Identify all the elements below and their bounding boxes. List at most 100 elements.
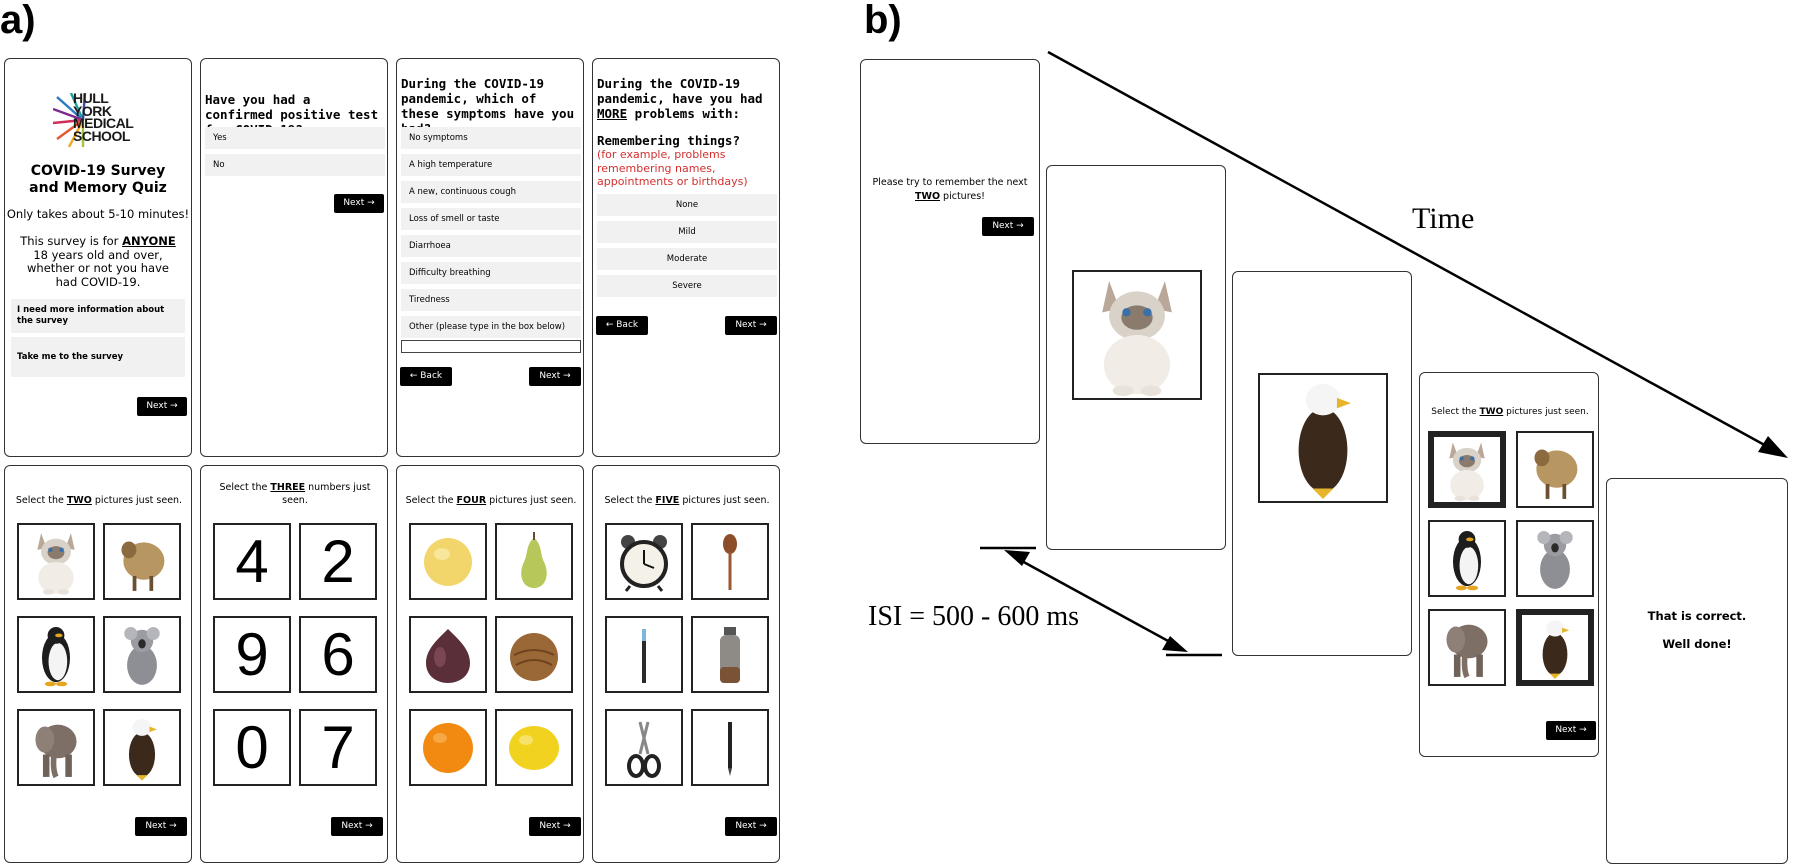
picture-tile-fig[interactable]	[409, 616, 487, 693]
picture-tile-elephant[interactable]	[1428, 609, 1506, 686]
picture-tile-pen[interactable]	[691, 709, 769, 786]
picture-tile-sheep[interactable]	[103, 523, 181, 600]
picture-tile-melon[interactable]	[409, 523, 487, 600]
picture-tile-coconut[interactable]	[495, 616, 573, 693]
option-mild[interactable]: Mild	[597, 221, 777, 243]
next-button[interactable]: Next →	[725, 316, 777, 335]
alarm-clock-icon	[614, 532, 674, 592]
next-button[interactable]: Next →	[529, 367, 581, 386]
number-tile[interactable]: 0	[213, 709, 291, 786]
time-label: Time	[1412, 202, 1475, 235]
picture-tile-alarm-clock[interactable]	[605, 523, 683, 600]
recall-instruction: Select the THREE numbers just seen.	[219, 482, 371, 506]
feedback-line-1: That is correct.	[1647, 609, 1747, 623]
picture-tile-koala[interactable]	[103, 616, 181, 693]
welcome-screen: HULL YORK MEDICAL SCHOOL COVID-19 Survey…	[4, 58, 192, 457]
selection-instruction: Select the TWO pictures just seen.	[1431, 407, 1589, 417]
picture-tile-eagle-selected[interactable]	[1516, 609, 1594, 686]
option-severe[interactable]: Severe	[597, 275, 777, 297]
option-no[interactable]: No	[205, 154, 385, 176]
other-text-input[interactable]	[401, 340, 581, 353]
school-logo-text: HULL YORK MEDICAL SCHOOL	[73, 90, 134, 144]
stimulus-cat-screen	[1046, 165, 1226, 550]
number-tile[interactable]: 7	[299, 709, 377, 786]
picture-tile-penguin[interactable]	[1428, 520, 1506, 597]
picture-tile-elephant[interactable]	[17, 709, 95, 786]
next-button[interactable]: Next →	[529, 817, 581, 836]
next-button[interactable]: Next →	[982, 217, 1034, 236]
cat-icon	[1084, 274, 1190, 396]
picture-tile-pear[interactable]	[495, 523, 573, 600]
next-button[interactable]: Next →	[331, 817, 383, 836]
pen-icon	[700, 718, 760, 778]
number-tile[interactable]: 9	[213, 616, 291, 693]
option-difficulty-breathing[interactable]: Difficulty breathing	[401, 262, 581, 284]
picture-tile-scissors[interactable]	[605, 709, 683, 786]
take-survey-option[interactable]: Take me to the survey	[11, 337, 185, 377]
covid-test-question-screen: Have you had a confirmed positive test f…	[200, 58, 388, 457]
melon-icon	[418, 532, 478, 592]
picture-tile-eagle[interactable]	[103, 709, 181, 786]
picture-tile-lemon[interactable]	[495, 709, 573, 786]
option-high-temperature[interactable]: A high temperature	[401, 154, 581, 176]
selection-screen: Select the TWO pictures just seen. Next …	[1419, 372, 1599, 757]
more-info-option[interactable]: I need more information about the survey	[11, 299, 185, 333]
number-tile[interactable]: 2	[299, 523, 377, 600]
picture-grid	[605, 523, 769, 786]
number-tile[interactable]: 6	[299, 616, 377, 693]
stimulus-picture	[1258, 373, 1388, 503]
back-button[interactable]: ← Back	[400, 367, 452, 386]
option-no-symptoms[interactable]: No symptoms	[401, 127, 581, 149]
memorize-instruction-screen: Please try to remember the next TWO pict…	[860, 59, 1040, 444]
eagle-icon	[1528, 617, 1582, 679]
koala-icon	[114, 622, 170, 688]
next-button[interactable]: Next →	[334, 194, 384, 213]
picture-tile-orange[interactable]	[409, 709, 487, 786]
next-button[interactable]: Next →	[137, 397, 187, 416]
picture-tile-penguin[interactable]	[17, 616, 95, 693]
option-continuous-cough[interactable]: A new, continuous cough	[401, 181, 581, 203]
picture-tile-cat-selected[interactable]	[1428, 431, 1506, 508]
toothbrush-icon	[614, 625, 674, 685]
picture-tile-cat[interactable]	[17, 523, 95, 600]
back-button[interactable]: ← Back	[596, 316, 648, 335]
school-logo-icon	[53, 93, 87, 147]
recall-four-pictures-screen: Select the FOUR pictures just seen. Next…	[396, 465, 584, 863]
next-button[interactable]: Next →	[725, 817, 777, 836]
pear-icon	[504, 532, 564, 592]
picture-tile-koala[interactable]	[1516, 520, 1594, 597]
example-text: (for example, problems remembering names…	[597, 148, 748, 188]
option-moderate[interactable]: Moderate	[597, 248, 777, 270]
feedback-screen: That is correct. Well done!	[1606, 478, 1788, 864]
option-loss-of-smell[interactable]: Loss of smell or taste	[401, 208, 581, 230]
stimulus-picture	[1072, 270, 1202, 400]
eagle-icon	[1270, 377, 1376, 499]
next-button[interactable]: Next →	[1546, 721, 1596, 740]
option-none[interactable]: None	[597, 194, 777, 216]
option-yes[interactable]: Yes	[205, 127, 385, 149]
koala-icon	[1527, 526, 1583, 592]
selection-grid	[1428, 431, 1594, 686]
option-tiredness[interactable]: Tiredness	[401, 289, 581, 311]
picture-tile-sheep[interactable]	[1516, 431, 1594, 508]
answer-options: Yes No	[205, 127, 385, 181]
picture-tile-water-bottle[interactable]	[691, 616, 769, 693]
option-other[interactable]: Other (please type in the box below)	[401, 316, 581, 338]
scissors-icon	[614, 718, 674, 778]
picture-tile-wooden-spoon[interactable]	[691, 523, 769, 600]
elephant-icon	[1439, 615, 1495, 681]
topic-text: Remembering things?	[597, 133, 740, 148]
next-button[interactable]: Next →	[135, 817, 187, 836]
cat-icon	[28, 529, 84, 595]
recall-instruction: Select the FIVE pictures just seen.	[604, 495, 770, 506]
recall-two-pictures-screen: Select the TWO pictures just seen. Next …	[4, 465, 192, 863]
number-tile[interactable]: 4	[213, 523, 291, 600]
recall-instruction: Select the TWO pictures just seen.	[15, 495, 183, 506]
picture-tile-toothbrush[interactable]	[605, 616, 683, 693]
orange-icon	[418, 718, 478, 778]
stimulus-eagle-screen	[1232, 271, 1412, 656]
eagle-icon	[114, 715, 170, 781]
option-diarrhoea[interactable]: Diarrhoea	[401, 235, 581, 257]
panel-label-a: a)	[0, 0, 36, 42]
eligibility-text: This survey is for ANYONE 18 years old a…	[20, 234, 176, 289]
